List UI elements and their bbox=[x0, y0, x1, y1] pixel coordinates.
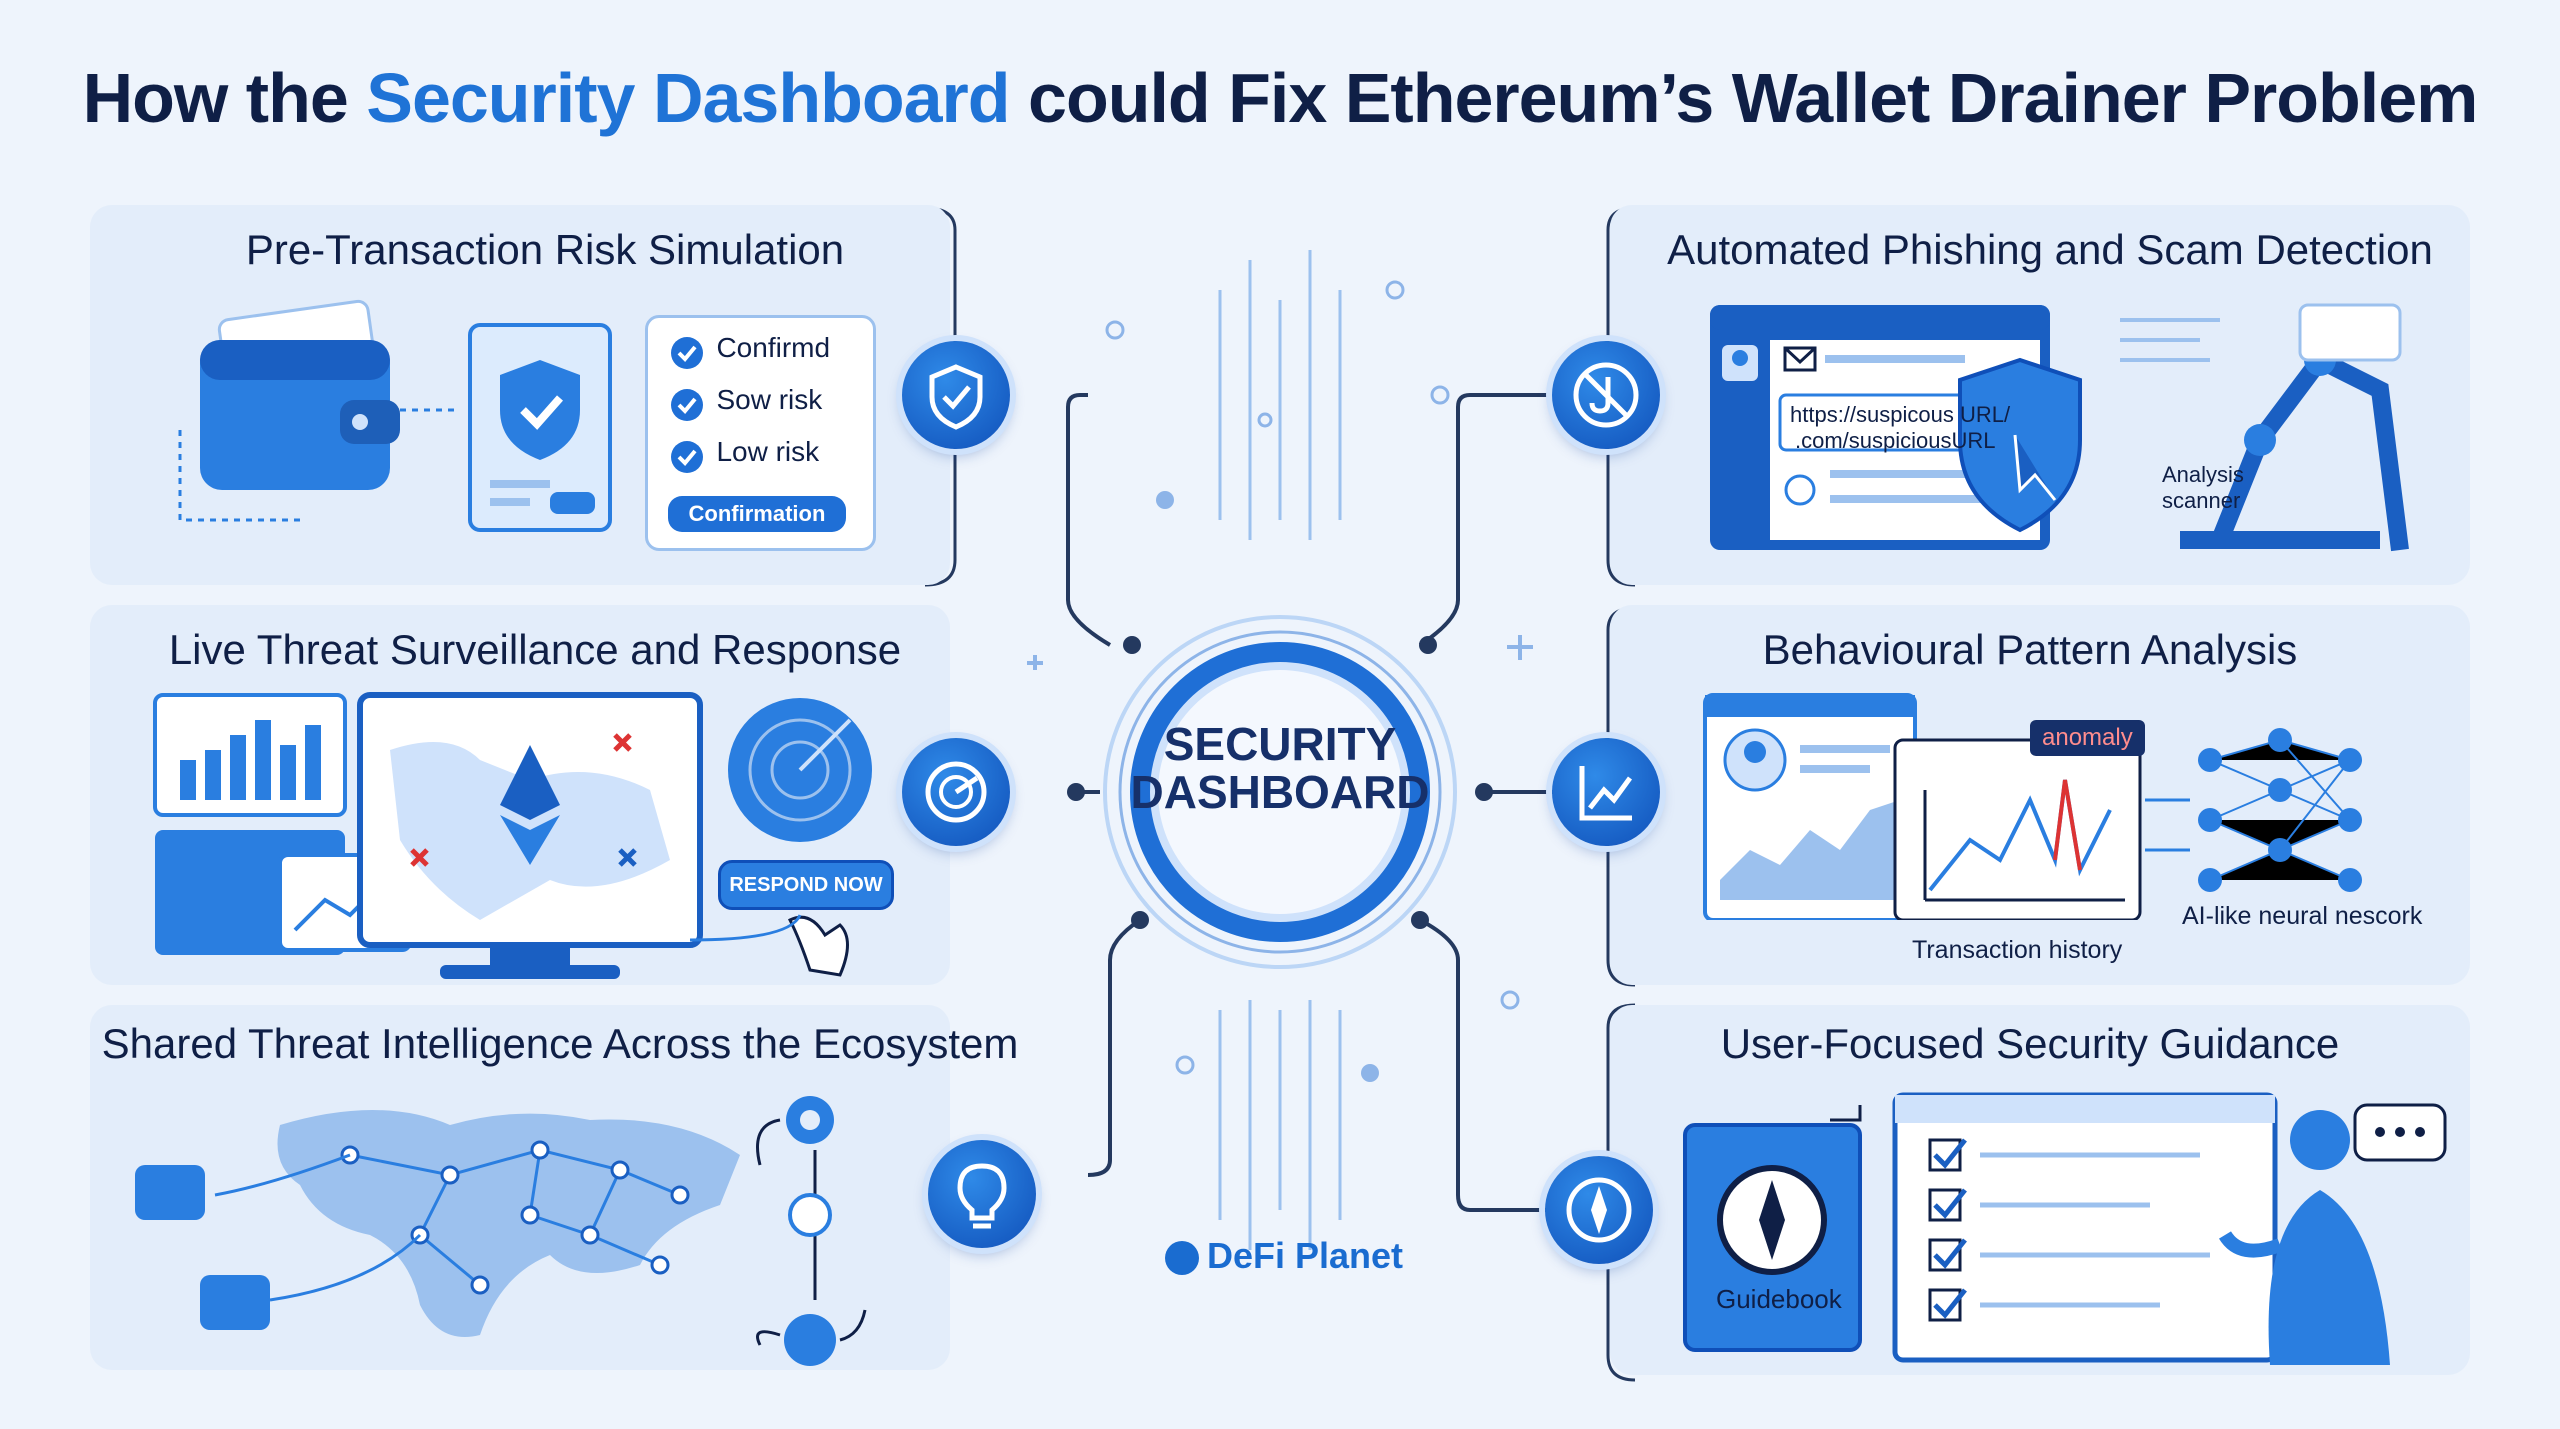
node-guidance[interactable] bbox=[1545, 1156, 1653, 1264]
hub-title-line2: DASHBOARD bbox=[1130, 766, 1430, 818]
confirmation-button[interactable]: Confirmation bbox=[668, 496, 846, 532]
wallet-illustration bbox=[178, 299, 460, 522]
node-live-threat[interactable] bbox=[902, 738, 1010, 846]
scanner-label-line2: scanner bbox=[2162, 488, 2241, 513]
behaviour-charts-illustration bbox=[1703, 693, 2362, 920]
logo-text: DeFi Planet bbox=[1207, 1235, 1404, 1276]
check-circle-icon bbox=[671, 336, 703, 369]
anomaly-tag: anomaly bbox=[2030, 720, 2145, 756]
check-circle-icon bbox=[671, 388, 703, 421]
check-item: Confirmd bbox=[670, 332, 830, 370]
logo-mark-icon bbox=[1165, 1241, 1199, 1276]
panel-title-guidance: User-Focused Security Guidance bbox=[1720, 1020, 2340, 1067]
phishing-browser-illustration bbox=[1710, 303, 2409, 552]
hub-title: SECURITY DASHBOARD bbox=[1120, 720, 1440, 816]
scanner-label-line1: Analysis bbox=[2162, 462, 2244, 487]
check-circle-icon bbox=[671, 440, 703, 473]
hub-title-line1: SECURITY bbox=[1163, 718, 1397, 770]
panel-title-phishing: Automated Phishing and Scam Detection bbox=[1667, 226, 2433, 273]
page-title: How the Security Dashboard could Fix Eth… bbox=[82, 59, 2479, 137]
check-item: Sow risk bbox=[670, 384, 822, 422]
respond-now-button[interactable]: RESPOND NOW bbox=[718, 860, 894, 910]
suspicious-url-line1: https://suspicous URL/ bbox=[1790, 402, 2011, 427]
transaction-history-label: Transaction history bbox=[1912, 936, 2123, 964]
compass-icon bbox=[1566, 1177, 1632, 1243]
chart-up-icon bbox=[1579, 766, 1633, 821]
brand-logo: DeFi Planet bbox=[1165, 1235, 1403, 1277]
suspicious-url-line2: .com/suspiciousURL bbox=[1795, 428, 1996, 453]
node-pre-transaction[interactable] bbox=[902, 341, 1010, 449]
shield-form-illustration bbox=[468, 323, 612, 532]
panel-title-shared-intel: Shared Threat Intelligence Across the Ec… bbox=[101, 1020, 1019, 1067]
check-label: Low risk bbox=[716, 436, 820, 467]
node-shared-intel[interactable] bbox=[928, 1140, 1036, 1248]
panel-title-behaviour: Behavioural Pattern Analysis bbox=[1762, 626, 2298, 673]
panel-title-live-threat: Live Threat Surveillance and Response bbox=[168, 626, 902, 673]
lightbulb-icon bbox=[957, 1163, 1007, 1229]
check-label: Sow risk bbox=[716, 384, 823, 415]
world-network-illustration bbox=[135, 1096, 867, 1366]
radar-icon bbox=[925, 761, 987, 823]
check-item: Low risk bbox=[670, 436, 819, 474]
guidance-illustration bbox=[1683, 1092, 2447, 1365]
check-label: Confirmd bbox=[716, 332, 831, 363]
shield-check-icon bbox=[929, 364, 983, 430]
panel-title-pre-transaction: Pre-Transaction Risk Simulation bbox=[245, 226, 845, 273]
hook-icon bbox=[1573, 362, 1639, 428]
security-dashboard-hub bbox=[1103, 615, 1457, 969]
node-behaviour[interactable] bbox=[1552, 738, 1660, 846]
guidebook-label: Guidebook bbox=[1716, 1284, 1842, 1314]
neural-network-label: AI-like neural nescork bbox=[2182, 902, 2423, 930]
node-phishing[interactable] bbox=[1552, 341, 1660, 449]
monitoring-screens-illustration bbox=[153, 692, 872, 979]
